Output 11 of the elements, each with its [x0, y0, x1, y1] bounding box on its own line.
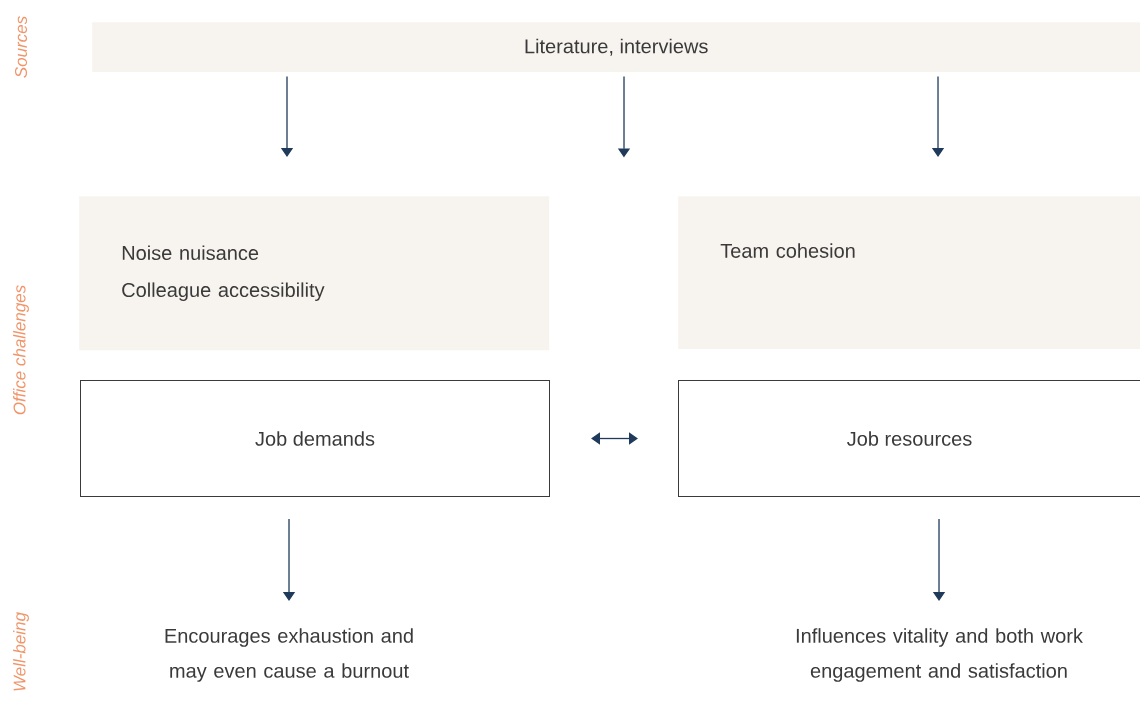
outcome-text: Influences vitality and both work engagement and satisfaction — [796, 628, 1083, 682]
job-box: Job resources — [678, 380, 1140, 497]
section-label: Office challenges — [13, 285, 29, 415]
section-label: Sources — [15, 16, 28, 78]
source-band: Literature, interviews — [92, 22, 1140, 73]
arrow — [591, 432, 638, 445]
factor-panel: Noise nuisance Colleague accessibility — [79, 196, 550, 351]
section-label: Well-being — [13, 612, 29, 691]
job-box: Job demands — [80, 380, 550, 497]
outcome-text: Encourages exhaustion and may even cause a burnout — [165, 628, 413, 682]
factor-panel: Team cohesion — [678, 196, 1140, 350]
